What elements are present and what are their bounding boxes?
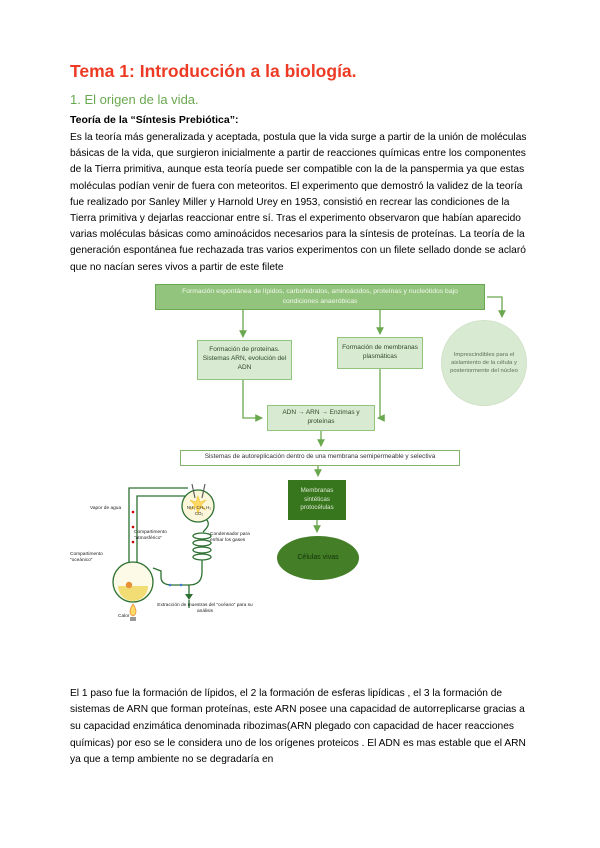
prebiotic-synthesis-flowchart: Formación espontánea de lípidos, carbohi…: [0, 283, 600, 630]
node-autoreplication-systems: Sistemas de autoreplicación dentro de un…: [180, 449, 460, 466]
node-living-cells: Células vivas: [277, 535, 359, 580]
label-condenser: Condensador para enfriar los gases: [210, 531, 250, 544]
label-sample-extraction: Extracción de muestras del “océano” para…: [157, 602, 253, 615]
theory-heading: Teoría de la “Síntesis Prebiótica”:: [70, 114, 239, 126]
node-membrane-formation: Formación de membranas plasmáticas: [337, 336, 423, 369]
node-cell-isolation: Imprescindibles para el aislamiento de l…: [441, 319, 527, 406]
section-subtitle: 1. El origen de la vida.: [70, 92, 199, 107]
node-protein-formation: Formación de proteínas. Sistemas ARN, ev…: [197, 339, 292, 380]
page-title: Tema 1: Introducción a la biología.: [70, 61, 357, 81]
label-water-vapor: Vapor de agua: [90, 505, 122, 511]
intro-paragraph: Es la teoría más generalizada y aceptada…: [70, 132, 527, 273]
miller-urey-apparatus-illustration: [112, 483, 215, 621]
label-oceanic-compartment: Compartimento “oceánico”: [70, 551, 103, 564]
label-gases: NH₃ CH₄ H₂ CO₂: [186, 504, 212, 516]
node-spontaneous-formation: Formación espontánea de lípidos, carbohi…: [155, 283, 485, 310]
document-content: Tema 1: Introducción a la biología. 1. E…: [0, 61, 600, 766]
label-heat: Calor: [118, 613, 130, 619]
node-adn-arn-enzymes: ADN → ARN → Enzimas y proteínas: [267, 404, 375, 431]
steps-paragraph: El 1 paso fue la formación de lípidos, e…: [70, 687, 526, 766]
node-protocells: Membranas sintéticas protocélulas: [288, 479, 346, 520]
label-atmospheric-compartment: Compartimento “atmosférico”: [134, 529, 167, 542]
